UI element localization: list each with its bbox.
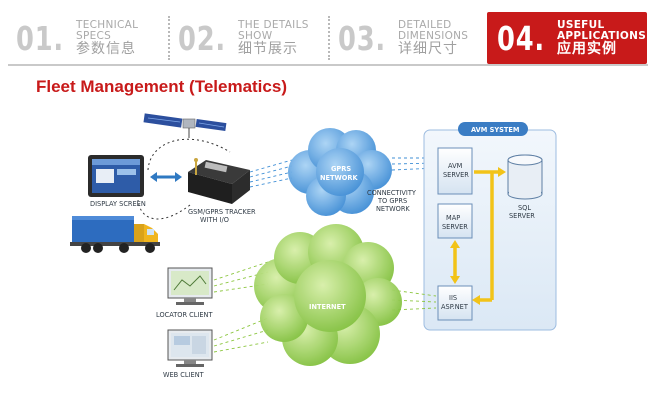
internet-cloud	[254, 224, 402, 366]
tab-divider	[168, 16, 170, 60]
display-screen-icon	[88, 155, 144, 197]
tracker-gprs-link	[249, 159, 293, 188]
map-server-label-line2: SERVER	[442, 223, 468, 231]
satellite-link	[137, 138, 231, 220]
tab-label-en-line1: DETAILED	[398, 19, 452, 31]
tab-underline	[8, 64, 648, 66]
satellite-icon	[143, 113, 227, 138]
tracker-label-line1: GSM/GPRS TRACKER	[188, 208, 256, 216]
tracker-label-line2: WITH I/O	[200, 216, 229, 224]
gprs-label-line1: GPRS	[331, 165, 351, 173]
tab-detailed-dimensions[interactable]: 03. DETAILED DIMENSIONS 详细尺寸	[330, 12, 487, 64]
connectivity-label-line3: NETWORK	[376, 205, 410, 213]
tab-label-cn: 参数信息	[76, 41, 136, 57]
display-screen-label: DISPLAY SCREEN	[90, 200, 146, 208]
web-client-icon	[167, 329, 213, 367]
sql-label-line2: SERVER	[509, 212, 535, 220]
tab-label-en-line2: SPECS	[76, 29, 112, 42]
tab-number: 03.	[338, 18, 386, 58]
iis-label-line1: IIS	[449, 294, 457, 302]
tab-labels: TECHNICAL SPECS 参数信息	[76, 20, 138, 56]
iis-server-box	[437, 285, 473, 321]
avm-system-label: AVM SYSTEM	[471, 126, 519, 134]
web-client-label: WEB CLIENT	[163, 371, 205, 379]
tab-number: 01.	[16, 18, 64, 58]
tab-details-show[interactable]: 02. THE DETAILS SHOW 细节展示	[170, 12, 330, 64]
avm-server-label-line2: SERVER	[443, 171, 469, 179]
tab-label-en-line1: TECHNICAL	[76, 19, 139, 31]
locator-client-icon	[167, 267, 213, 305]
client-internet-links	[213, 261, 269, 353]
connectivity-label-line2: TO GPRS	[377, 197, 407, 205]
truck-icon	[70, 216, 160, 253]
tab-label-cn: 详细尺寸	[398, 41, 458, 57]
tab-label-en-line1: USEFUL	[557, 19, 605, 31]
tab-number: 02.	[178, 18, 226, 58]
gprs-label-line2: NETWORK	[320, 174, 358, 182]
connectivity-label-line1: CONNECTIVITY	[367, 189, 417, 197]
tab-labels: DETAILED DIMENSIONS 详细尺寸	[398, 20, 468, 56]
map-server-label-line1: MAP	[446, 214, 460, 222]
tab-label-en-line2: SHOW	[238, 29, 273, 42]
internet-label: INTERNET	[309, 303, 346, 311]
tab-label-en-line1: THE DETAILS	[238, 19, 309, 31]
screen-tracker-arrow	[150, 172, 182, 182]
tab-number: 04.	[497, 18, 545, 58]
map-server-box	[437, 203, 473, 239]
tab-label-cn: 应用实例	[557, 41, 617, 57]
gps-tracker-icon	[188, 158, 250, 204]
tab-divider	[328, 16, 330, 60]
tab-technical-specs[interactable]: 01. TECHNICAL SPECS 参数信息	[8, 12, 170, 64]
iis-label-line2: ASP.NET	[441, 303, 469, 311]
tab-strip: 01. TECHNICAL SPECS 参数信息 02. THE DETAILS…	[8, 12, 648, 66]
avm-server-label-line1: AVM	[448, 162, 463, 170]
locator-client-label: LOCATOR CLIENT	[156, 311, 213, 319]
arrow-heads	[450, 167, 506, 305]
tab-label-cn: 细节展示	[238, 41, 298, 57]
tab-labels: THE DETAILS SHOW 细节展示	[238, 20, 309, 56]
gprs-network-cloud	[288, 128, 392, 216]
tab-label-en-line2: DIMENSIONS	[398, 29, 469, 42]
tab-labels: USEFUL APPLICATIONS 应用实例	[557, 20, 646, 56]
sql-server-icon	[507, 154, 543, 200]
tab-useful-applications[interactable]: 04. USEFUL APPLICATIONS 应用实例	[487, 12, 647, 64]
tab-label-en-line2: APPLICATIONS	[557, 29, 647, 42]
avm-server-box	[437, 147, 473, 195]
page-title: Fleet Management (Telematics)	[36, 77, 287, 96]
internal-arrows	[453, 170, 500, 302]
sql-label-line1: SQL	[518, 204, 531, 212]
